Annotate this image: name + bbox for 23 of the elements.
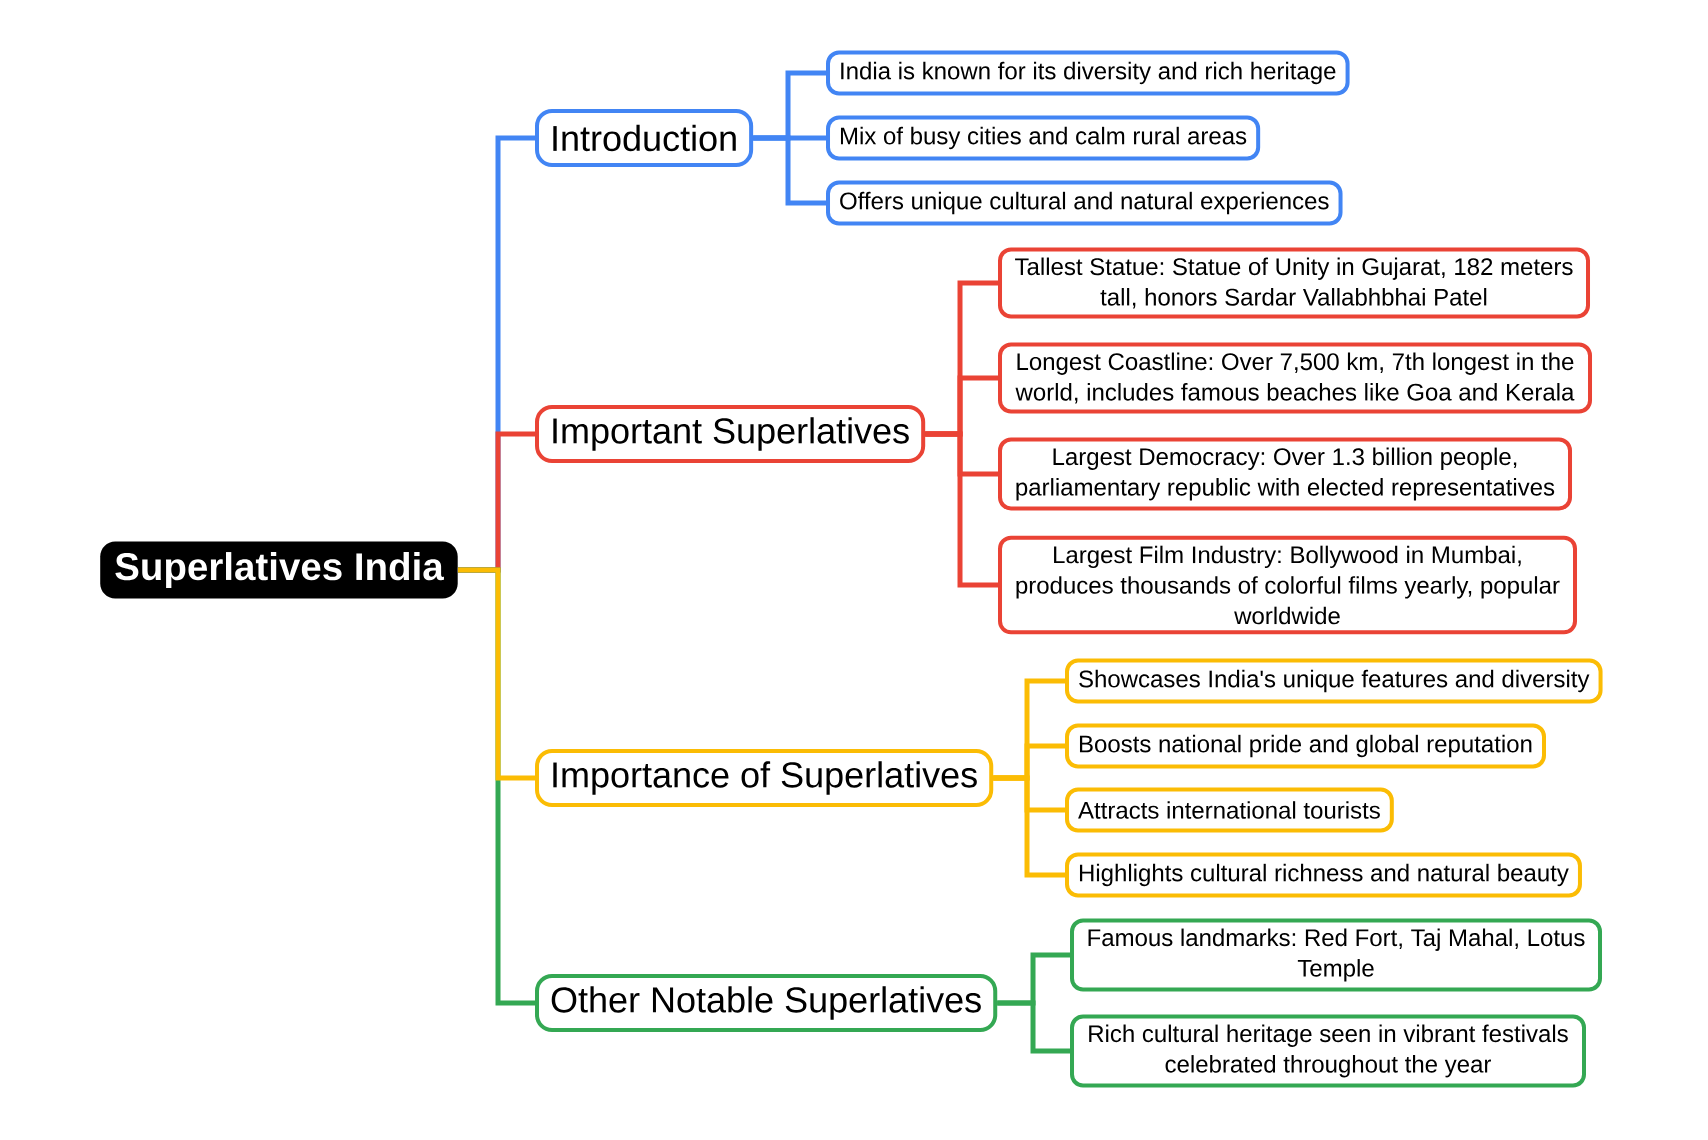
connector-line xyxy=(925,431,998,588)
connector-line xyxy=(993,775,1065,878)
subtopic-box: Longest Coastline: Over 7,500 km, 7th longest in the world, includes famous beaches like Goa and Kerala xyxy=(998,342,1592,414)
subtopic-box: India is known for its diversity and rich heritage xyxy=(826,50,1350,96)
central-topic-box: Superlatives India xyxy=(100,541,458,599)
subtopic-box: Largest Democracy: Over 1.3 billion people, parliamentary republic with elected representatives xyxy=(998,437,1572,511)
connector-line xyxy=(753,135,826,206)
subtopic-box: Mix of busy cities and calm rural areas xyxy=(826,115,1261,161)
subtopic-box: Rich cultural heritage seen in vibrant festivals celebrated throughout the year xyxy=(1070,1014,1586,1088)
branch-topic-box: Importance of Superlatives xyxy=(535,749,994,807)
subtopic-box: Attracts international tourists xyxy=(1065,787,1394,833)
subtopic-box: Largest Film Industry: Bollywood in Mumbai, produces thousands of colorful films yearly, popular worldwide xyxy=(998,535,1577,635)
branch-topic-box: Introduction xyxy=(535,109,754,167)
subtopic-box: Boosts national pride and global reputation xyxy=(1065,723,1546,769)
subtopic-box: Famous landmarks: Red Fort, Taj Mahal, Lotus Temple xyxy=(1070,918,1602,992)
branch-topic-box: Important Superlatives xyxy=(535,405,926,463)
subtopic-box: Showcases India's unique features and diversity xyxy=(1065,658,1603,704)
subtopic-box: Highlights cultural richness and natural beauty xyxy=(1065,852,1582,898)
connector-line xyxy=(997,1000,1070,1054)
subtopic-box: Tallest Statue: Statue of Unity in Gujarat, 182 meters tall, honors Sardar Vallabhbhai Patel xyxy=(998,247,1590,319)
branch-topic-box: Other Notable Superlatives xyxy=(535,974,998,1032)
connector-line xyxy=(457,567,535,781)
subtopic-box: Offers unique cultural and natural experiences xyxy=(826,180,1343,226)
